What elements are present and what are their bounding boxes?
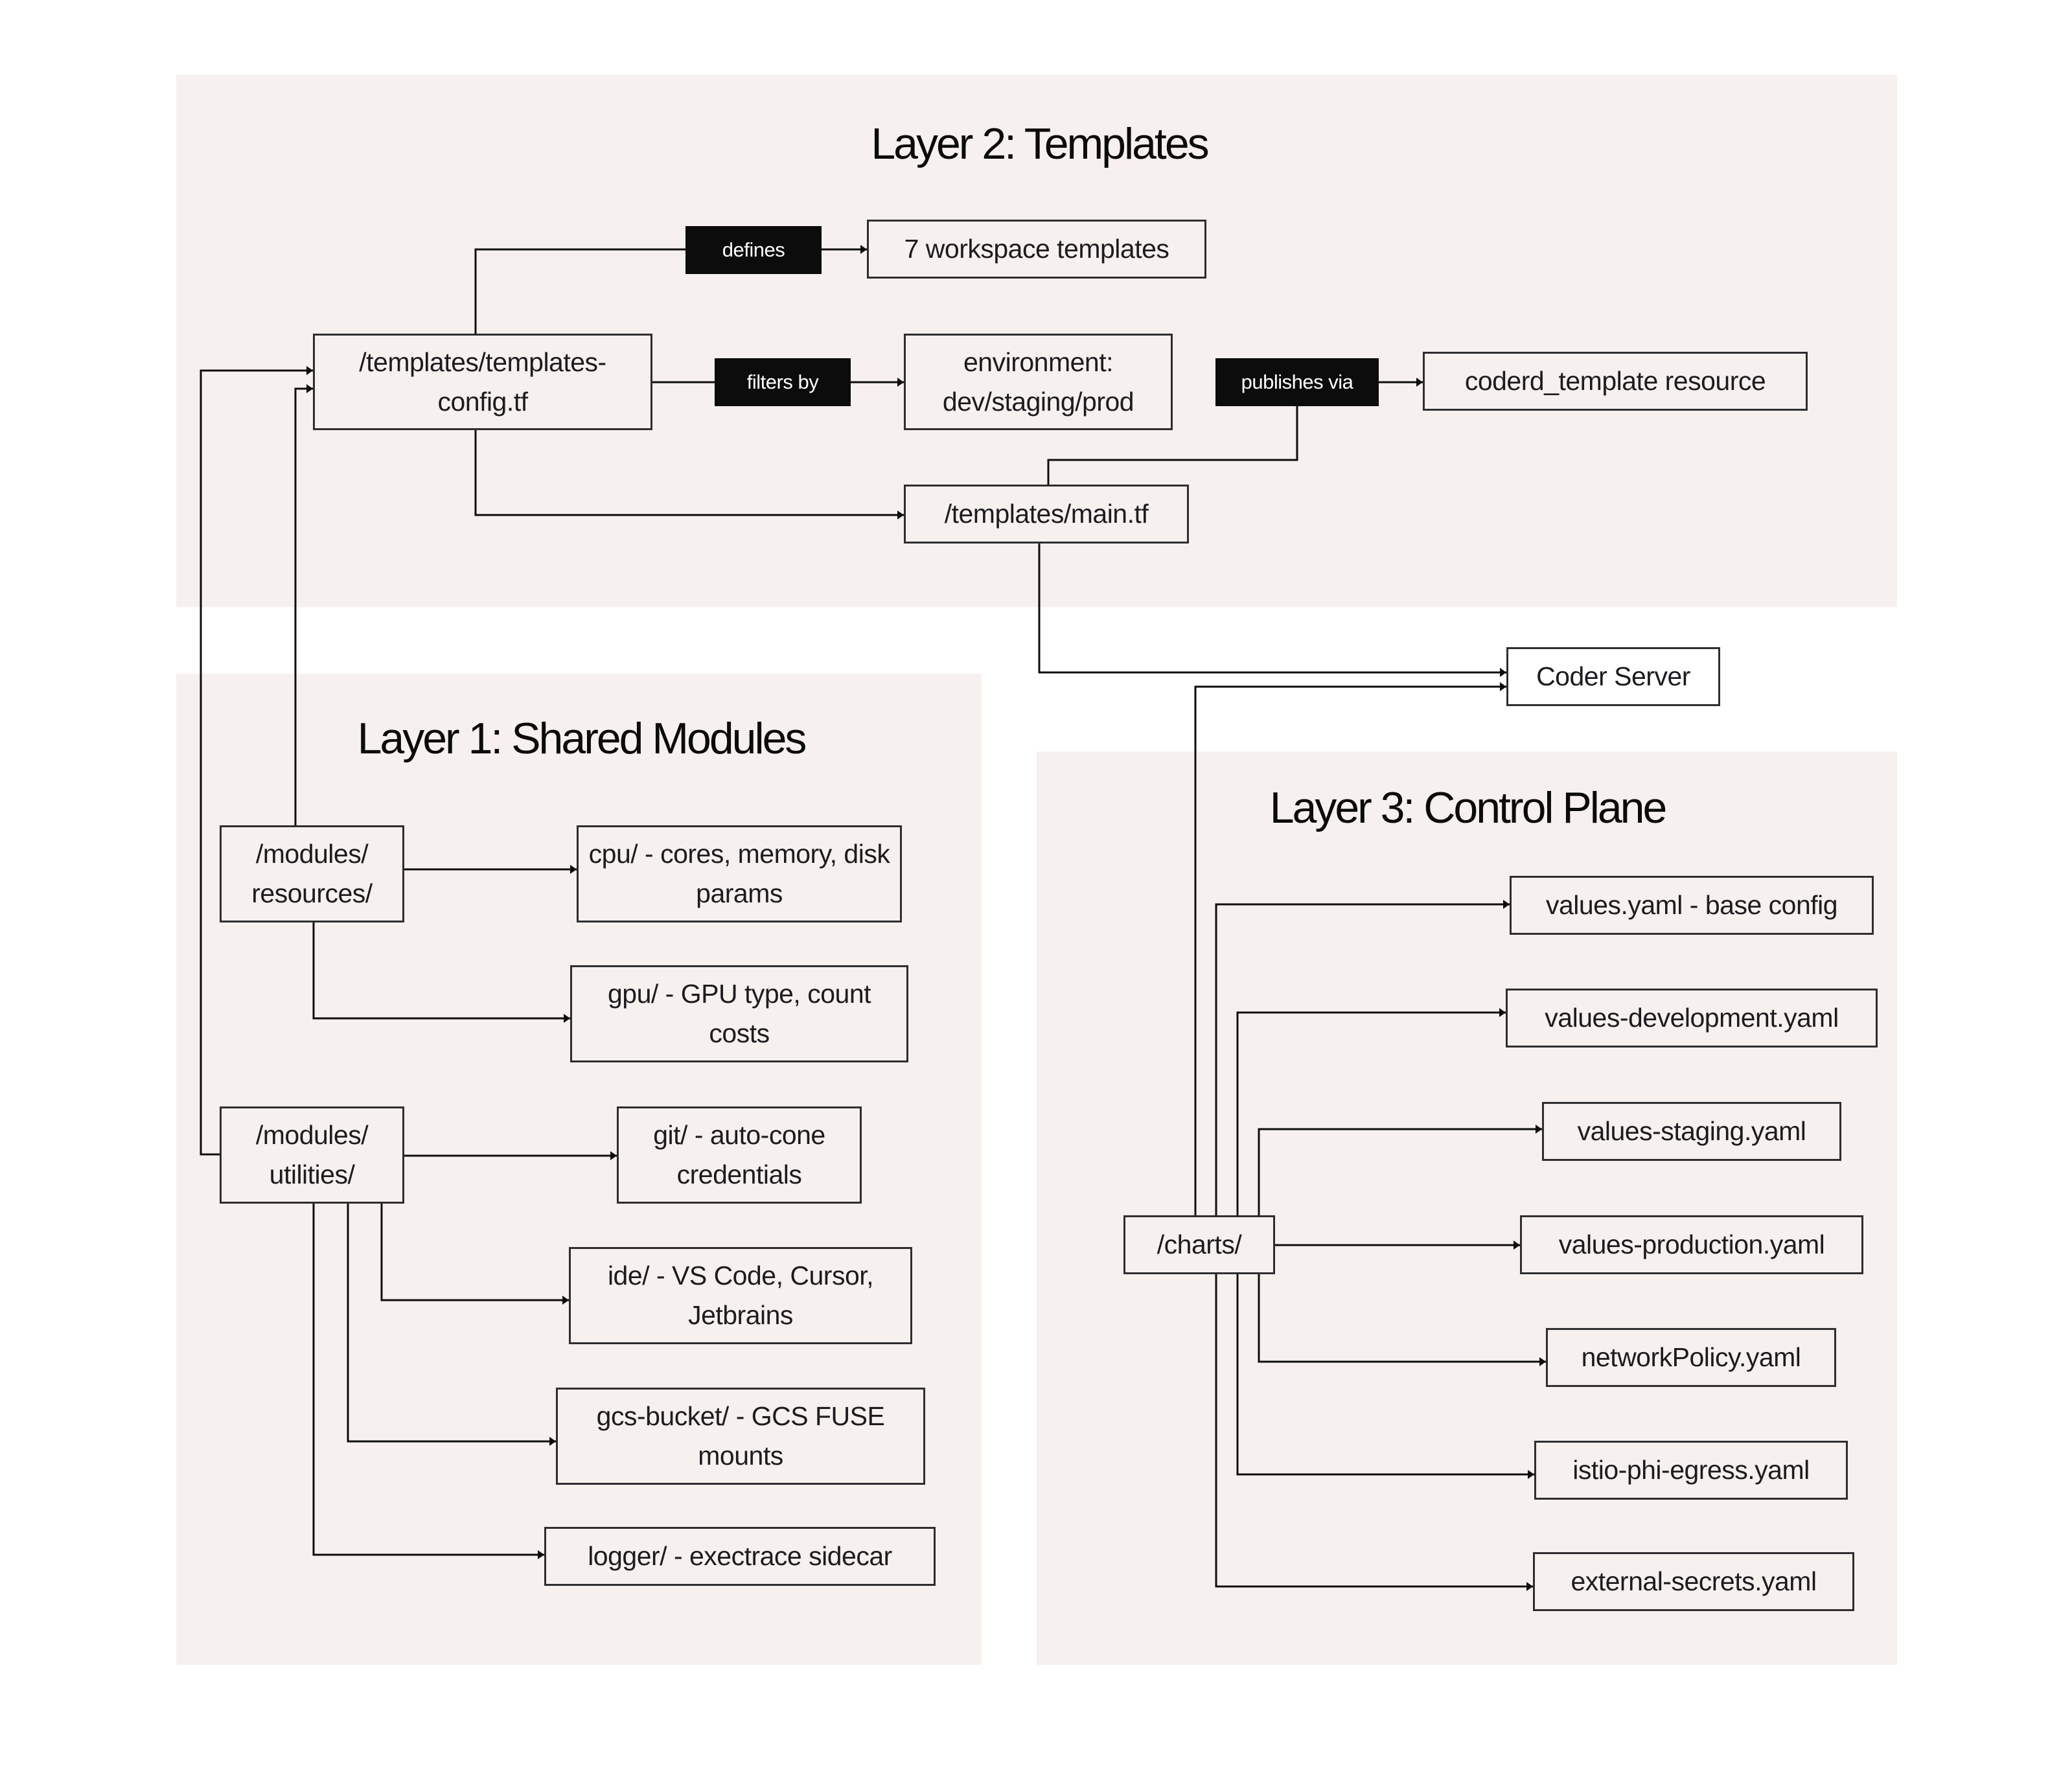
istio-phi-egress-node[interactable]: istio-phi-egress.yaml bbox=[1534, 1441, 1848, 1500]
defines-label: defines bbox=[685, 226, 822, 274]
edge-main-to-coder-server-arrowhead bbox=[1500, 668, 1506, 677]
environment-node[interactable]: environment: dev/staging/prod bbox=[904, 334, 1173, 430]
network-policy-node[interactable]: networkPolicy.yaml bbox=[1546, 1328, 1836, 1387]
layer2-title: Layer 2: Templates bbox=[871, 119, 1209, 168]
values-production-node[interactable]: values-production.yaml bbox=[1520, 1215, 1863, 1274]
publishes-via-label: publishes via bbox=[1215, 358, 1379, 406]
modules-utilities-node[interactable]: /modules/ utilities/ bbox=[220, 1106, 404, 1204]
values-base-node[interactable]: values.yaml - base config bbox=[1510, 876, 1874, 935]
git-module-node[interactable]: git/ - auto-cone credentials bbox=[617, 1106, 862, 1204]
modules-resources-node[interactable]: /modules/ resources/ bbox=[220, 825, 404, 922]
charts-node[interactable]: /charts/ bbox=[1123, 1215, 1275, 1274]
edge-charts-to-coder-server-arrowhead bbox=[1500, 682, 1506, 691]
cpu-module-node[interactable]: cpu/ - cores, memory, disk params bbox=[577, 825, 902, 922]
logger-module-node[interactable]: logger/ - exectrace sidecar bbox=[544, 1527, 936, 1586]
templates-config-node[interactable]: /templates/templates-config.tf bbox=[313, 334, 652, 430]
external-secrets-node[interactable]: external-secrets.yaml bbox=[1533, 1552, 1854, 1611]
layer1-title: Layer 1: Shared Modules bbox=[357, 714, 807, 763]
gpu-module-node[interactable]: gpu/ - GPU type, count costs bbox=[570, 965, 908, 1062]
coder-server-node[interactable]: Coder Server bbox=[1506, 647, 1720, 706]
values-staging-node[interactable]: values-staging.yaml bbox=[1542, 1102, 1841, 1161]
filters-by-label: filters by bbox=[715, 358, 851, 406]
layer3-title: Layer 3: Control Plane bbox=[1269, 783, 1668, 832]
gcs-bucket-module-node[interactable]: gcs-bucket/ - GCS FUSE mounts bbox=[556, 1388, 925, 1485]
ide-module-node[interactable]: ide/ - VS Code, Cursor, Jetbrains bbox=[569, 1247, 912, 1344]
values-development-node[interactable]: values-development.yaml bbox=[1506, 989, 1878, 1048]
workspace-templates-node[interactable]: 7 workspace templates bbox=[867, 220, 1206, 279]
layer2-panel bbox=[176, 74, 1897, 607]
templates-main-node[interactable]: /templates/main.tf bbox=[904, 485, 1189, 544]
coderd-template-node[interactable]: coderd_template resource bbox=[1423, 352, 1808, 411]
